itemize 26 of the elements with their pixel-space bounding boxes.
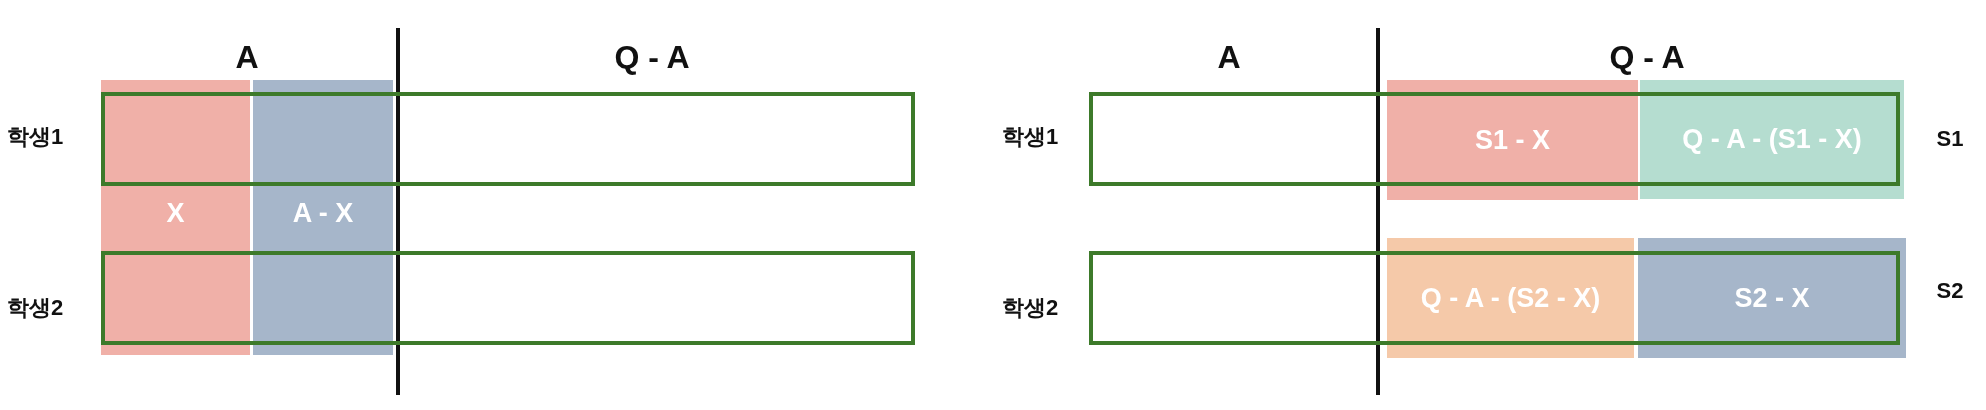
outline-box: [1089, 92, 1900, 186]
column-heading: Q - A: [614, 38, 690, 76]
region-label: S2 - X: [1734, 282, 1810, 314]
row-label: 학생2: [1001, 294, 1059, 322]
shaded-region: [101, 80, 250, 355]
column-heading: A: [1217, 38, 1241, 76]
region-label: S1 - X: [1475, 124, 1550, 156]
shaded-region: [1387, 80, 1638, 200]
side-label: S1: [1936, 126, 1964, 152]
side-label: S2: [1936, 278, 1964, 304]
region-label: X: [166, 198, 185, 229]
column-heading: Q - A: [1609, 38, 1685, 76]
outline-box: [1089, 251, 1900, 345]
shaded-region: [253, 80, 393, 355]
column-heading: A: [235, 38, 259, 76]
region-label: A - X: [292, 198, 354, 229]
row-label: 학생2: [6, 294, 64, 322]
shaded-region: [1640, 80, 1904, 199]
outline-box: [101, 251, 915, 345]
shaded-region: [1638, 238, 1906, 358]
region-label: Q - A - (S1 - X): [1682, 124, 1862, 155]
region-label: Q - A - (S2 - X): [1420, 282, 1601, 314]
row-label: 학생1: [6, 123, 64, 151]
shaded-region: [1387, 238, 1634, 358]
outline-box: [101, 92, 915, 186]
row-label: 학생1: [1001, 123, 1059, 151]
